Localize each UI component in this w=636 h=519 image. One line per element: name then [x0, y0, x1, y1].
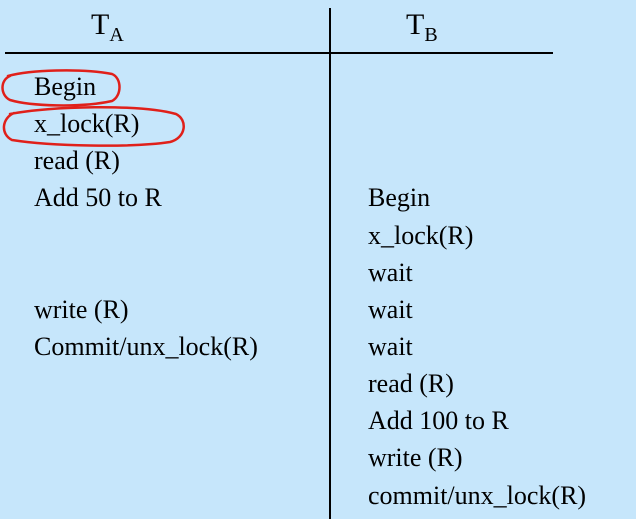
tb-step-wait-1: wait — [368, 258, 413, 287]
header-tb-sub: B — [424, 24, 438, 46]
header-tb-base: T — [406, 8, 425, 41]
tb-step-read: read (R) — [368, 369, 454, 398]
tb-step-write: write (R) — [368, 443, 463, 472]
tb-step-add: Add 100 to R — [368, 406, 509, 435]
header-ta-base: T — [91, 8, 110, 41]
tb-step-begin: Begin — [368, 183, 431, 212]
header-divider — [5, 52, 553, 54]
tb-step-wait-3: wait — [368, 332, 413, 361]
ta-step-write: write (R) — [34, 295, 129, 324]
ta-step-x-lock: x_lock(R) — [34, 109, 140, 138]
column-divider — [329, 8, 331, 519]
ta-step-read: read (R) — [34, 146, 120, 175]
tb-step-commit: commit/unx_lock(R) — [368, 481, 587, 510]
column-header-ta: TA — [91, 8, 124, 46]
tb-step-x-lock: x_lock(R) — [368, 221, 474, 250]
header-ta-sub: A — [109, 24, 124, 46]
ta-step-begin: Begin — [34, 72, 97, 101]
ta-step-add: Add 50 to R — [34, 183, 162, 212]
column-header-tb: TB — [406, 8, 438, 46]
tb-step-wait-2: wait — [368, 295, 413, 324]
ta-step-commit: Commit/unx_lock(R) — [34, 332, 258, 361]
